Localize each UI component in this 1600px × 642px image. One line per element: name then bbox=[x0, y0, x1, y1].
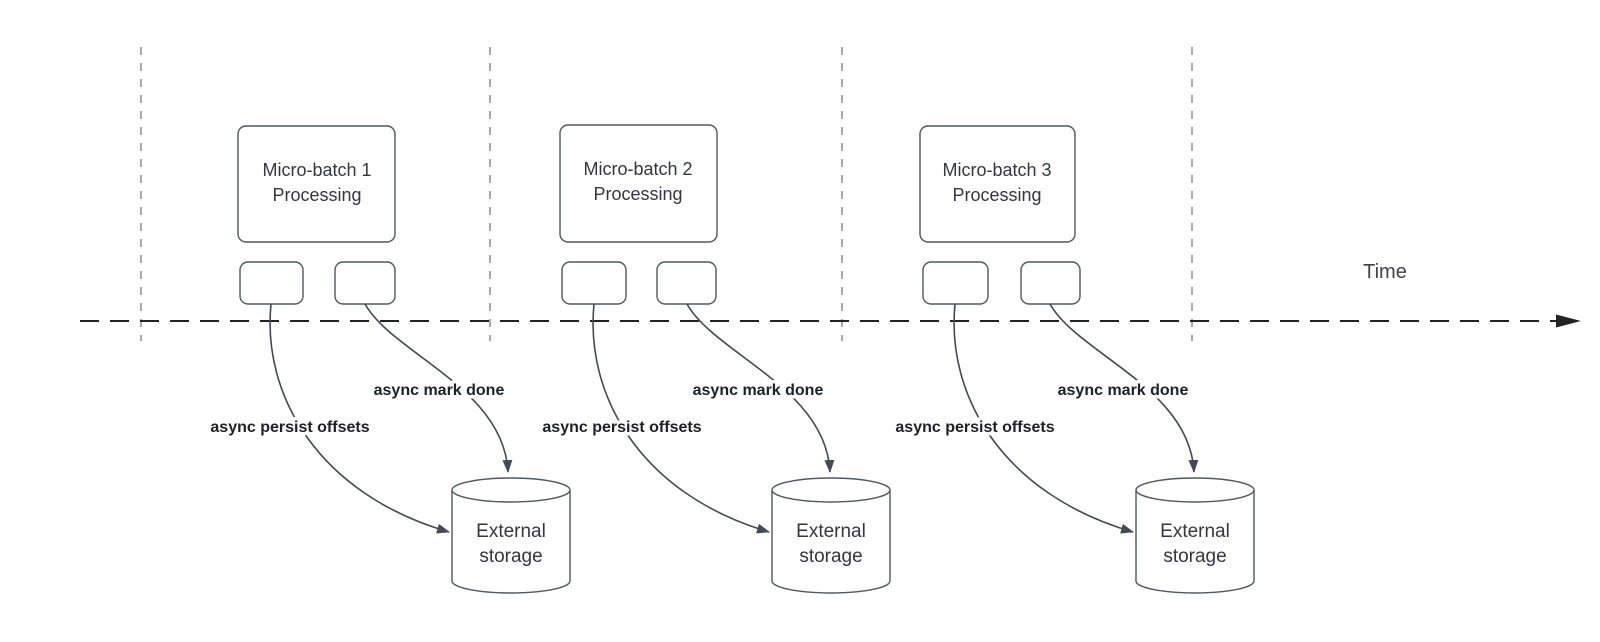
batch-1-processing-box bbox=[237, 125, 396, 243]
batch-2-persist-offsets-arrow bbox=[592, 303, 770, 534]
batch-2-mark-done-label: async mark done bbox=[693, 382, 824, 399]
batch-3-title-line1: Micro-batch 3 bbox=[942, 160, 1051, 180]
cylinder-top bbox=[451, 477, 571, 503]
batch-1-storage-label-line2: storage bbox=[479, 546, 542, 567]
batch-1-group: Micro-batch 1 Processing async mark done… bbox=[207, 125, 571, 594]
batch-1-persist-task-box bbox=[239, 261, 304, 305]
cylinder-top bbox=[771, 477, 891, 503]
batch-2-processing-box bbox=[559, 124, 718, 243]
batch-3-done-task-box bbox=[1020, 261, 1081, 305]
batch-3-storage-label-line1: External bbox=[1160, 521, 1230, 542]
batch-2-external-storage-cylinder: External storage bbox=[771, 477, 891, 594]
batch-3-mark-done-label: async mark done bbox=[1058, 382, 1189, 399]
batch-3-external-storage-cylinder: External storage bbox=[1135, 477, 1255, 594]
batch-2-group: Micro-batch 2 Processing async mark done… bbox=[539, 124, 891, 594]
batch-1-done-task-box bbox=[334, 261, 396, 305]
batch-2-done-task-box bbox=[656, 261, 717, 305]
time-axis-label: Time bbox=[1363, 261, 1407, 283]
batch-2-storage-label-line2: storage bbox=[799, 546, 862, 567]
batch-3-group: Micro-batch 3 Processing async mark done… bbox=[892, 125, 1255, 594]
batch-3-persist-offsets-arrow bbox=[953, 303, 1134, 534]
batch-2-persist-offsets-label: async persist offsets bbox=[542, 419, 701, 436]
batch-3-persist-task-box bbox=[922, 261, 989, 305]
cylinder-body bbox=[771, 490, 891, 594]
time-axis-arrowhead-icon bbox=[1556, 314, 1581, 328]
batch-3-storage-label-line2: storage bbox=[1163, 546, 1226, 567]
batch-2-title-line1: Micro-batch 2 bbox=[583, 159, 692, 179]
batch-3-processing-box bbox=[919, 125, 1076, 243]
batch-1-mark-done-arrow bbox=[364, 303, 513, 473]
batch-2-storage-label-line1: External bbox=[796, 521, 866, 542]
batch-3-mark-done-arrow bbox=[1049, 303, 1199, 473]
batch-1-persist-offsets-arrow bbox=[269, 303, 450, 534]
cylinder-top bbox=[1135, 477, 1255, 503]
batch-2-persist-task-box bbox=[561, 261, 627, 305]
cylinder-body bbox=[451, 490, 571, 594]
batch-3-persist-offsets-label: async persist offsets bbox=[895, 419, 1054, 436]
batch-3-title-line2: Processing bbox=[952, 185, 1041, 205]
batch-2-title-line2: Processing bbox=[593, 184, 682, 204]
batch-1-mark-done-label: async mark done bbox=[374, 382, 505, 399]
batch-1-title-line1: Micro-batch 1 bbox=[262, 160, 371, 180]
batch-1-persist-offsets-label: async persist offsets bbox=[210, 419, 369, 436]
batch-1-title-line2: Processing bbox=[272, 185, 361, 205]
batch-1-external-storage-cylinder: External storage bbox=[451, 477, 571, 594]
batch-1-storage-label-line1: External bbox=[476, 521, 546, 542]
batch-2-mark-done-arrow bbox=[686, 303, 835, 473]
cylinder-body bbox=[1135, 490, 1255, 594]
